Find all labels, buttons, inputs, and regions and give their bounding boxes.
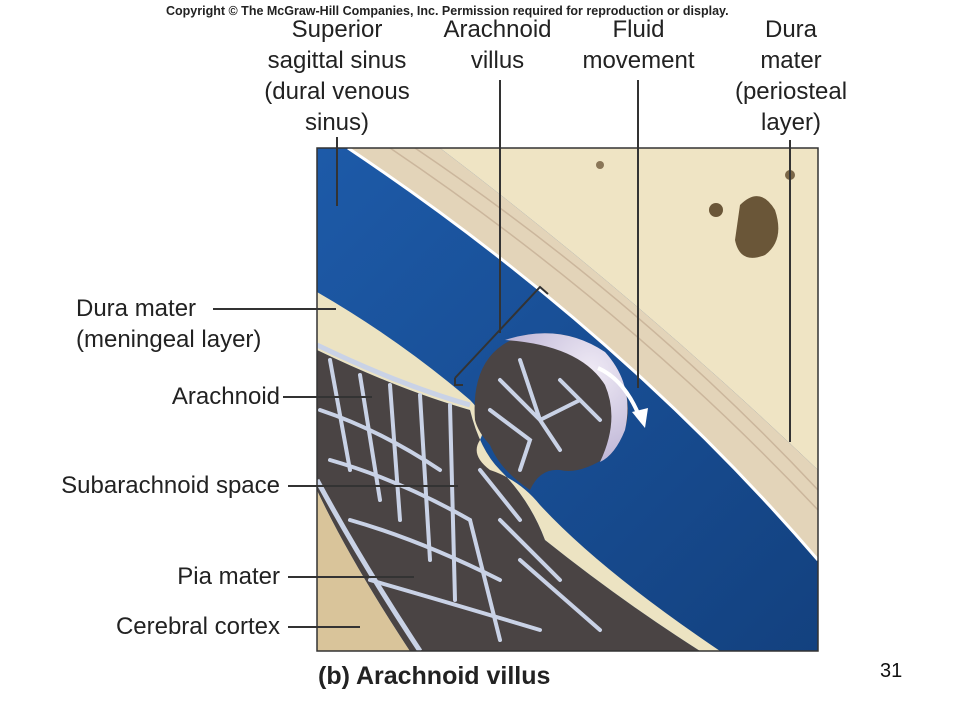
bone-region: [440, 148, 818, 470]
label-superior-sagittal-sinus: Superior sagittal sinus (dural venous si…: [264, 16, 410, 136]
label-dura-meningeal: Dura mater (meningeal layer): [76, 295, 262, 353]
bone-cavity: [735, 196, 779, 258]
label-arachnoid-villus: Arachnoid villus: [443, 16, 552, 74]
copyright-notice: Copyright © The McGraw-Hill Companies, I…: [166, 4, 729, 18]
meningeal-dura-band: [317, 292, 720, 651]
fluid-arrowhead: [632, 408, 648, 428]
label-pia-mater: Pia mater: [177, 563, 280, 590]
label-cerebral-cortex: Cerebral cortex: [115, 613, 280, 640]
arachnoid-membrane-line: [317, 342, 471, 408]
subarachnoid-space-region: [317, 350, 700, 651]
pia-mater-line: [317, 478, 423, 651]
label-dura-periosteal: Dura mater (periosteal layer): [734, 16, 848, 136]
label-subarachnoid-space: Subarachnoid space: [61, 472, 280, 499]
periosteal-fiber: [389, 148, 818, 511]
cerebral-cortex-region: [317, 490, 410, 651]
illustration-frame: [316, 147, 819, 652]
bone-cavity: [709, 203, 723, 217]
page-number: 31: [880, 660, 903, 682]
villus-bracket: [454, 285, 549, 386]
villus-cap: [505, 333, 628, 462]
label-fluid-movement: Fluid movement: [582, 16, 695, 74]
label-arachnoid: Arachnoid: [171, 383, 280, 410]
periosteal-edge: [347, 148, 818, 561]
periosteal-fiber: [414, 148, 818, 491]
villus-bulb: [474, 333, 628, 490]
bone-cavity: [596, 161, 604, 169]
figure-caption: (b) Arachnoid villus: [318, 662, 551, 690]
